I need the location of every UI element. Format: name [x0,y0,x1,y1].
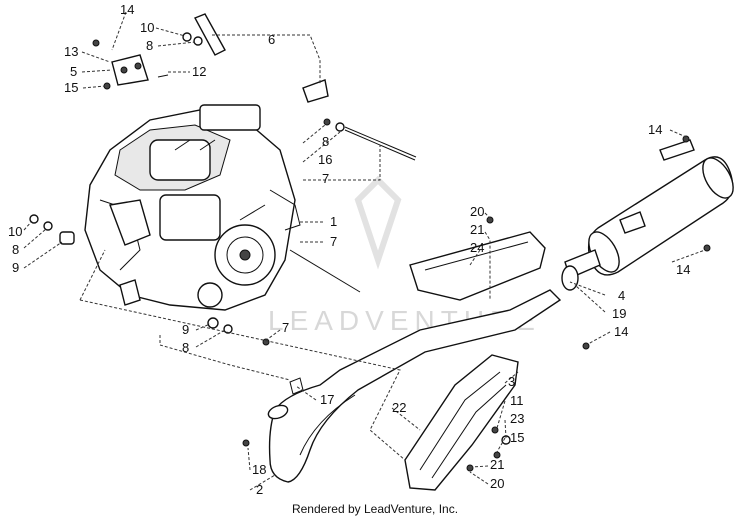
long-bolt-7-middle [289,249,361,293]
callout-7: 7 [330,234,337,249]
callout-1: 1 [330,214,337,229]
engine-assembly [84,104,301,311]
callout-5: 5 [70,64,77,79]
callout-10: 10 [140,20,154,35]
callout-4: 4 [618,288,625,303]
callout-15: 15 [64,80,78,95]
callout-2: 2 [256,482,263,497]
callout-8: 8 [12,242,19,257]
callout-16: 16 [318,152,332,167]
callout-10: 10 [8,224,22,239]
callout-labels: 14 10 8 6 13 5 12 15 8 16 7 14 10 8 9 1 … [8,2,690,497]
callout-19: 19 [612,306,626,321]
hardware [29,32,711,472]
leader-lines [23,11,706,491]
callout-14: 14 [676,262,690,277]
callout-20: 20 [470,204,484,219]
callout-14: 14 [648,122,662,137]
callout-24: 24 [470,240,484,255]
callout-14: 14 [120,2,134,17]
callout-9: 9 [12,260,19,275]
callout-8: 8 [182,340,189,355]
callout-21: 21 [490,457,504,472]
callout-17: 17 [320,392,334,407]
callout-8: 8 [322,134,329,149]
footer-credit: Rendered by LeadVenture, Inc. [291,502,459,516]
clamp-19 [561,265,579,291]
upper-bracket [111,54,149,86]
spring-17 [289,377,304,395]
callout-7: 7 [282,320,289,335]
callout-13: 13 [64,44,78,59]
muffler-4 [564,139,734,279]
callout-14: 14 [614,324,628,339]
callout-21: 21 [470,222,484,237]
callout-23: 23 [510,411,524,426]
callout-18: 18 [252,462,266,477]
callout-9: 9 [182,322,189,337]
bracket-6 [194,13,329,103]
heat-shield-22 [404,354,519,491]
callout-11: 11 [510,393,524,408]
callout-6: 6 [268,32,275,47]
exhaust-pipe-2 [267,289,562,483]
callout-8: 8 [146,38,153,53]
callout-7: 7 [322,171,329,186]
callout-15: 15 [510,430,524,445]
callout-20: 20 [490,476,504,491]
callout-3: 3 [508,374,515,389]
callout-22: 22 [392,400,406,415]
callout-12: 12 [192,64,206,79]
